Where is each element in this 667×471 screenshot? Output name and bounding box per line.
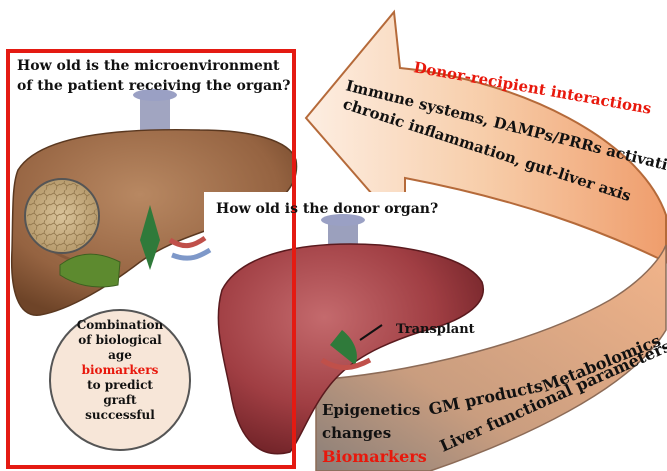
band-biomarkers: Biomarkers	[322, 447, 427, 466]
circle-line-4: biomarkers	[60, 363, 180, 378]
circle-line-3: age	[60, 348, 180, 363]
biomarker-circle-text: Combination of biological age biomarkers…	[60, 318, 180, 423]
band-changes: changes	[322, 424, 391, 442]
circle-line-7: successful	[60, 408, 180, 423]
circle-line-1: Combination	[60, 318, 180, 333]
circle-line-5: to predict	[60, 378, 180, 393]
band-epigenetics: Epigenetics	[322, 401, 420, 419]
circle-line-2: of biological	[60, 333, 180, 348]
transplant-label: Transplant	[396, 322, 475, 337]
circle-line-6: graft	[60, 393, 180, 408]
tissue-zoom	[25, 179, 99, 253]
recipient-question-line2: of the patient receiving the organ?	[17, 78, 290, 94]
recipient-question-line1: How old is the microenvironment	[17, 58, 279, 74]
donor-question: How old is the donor organ?	[216, 201, 438, 217]
